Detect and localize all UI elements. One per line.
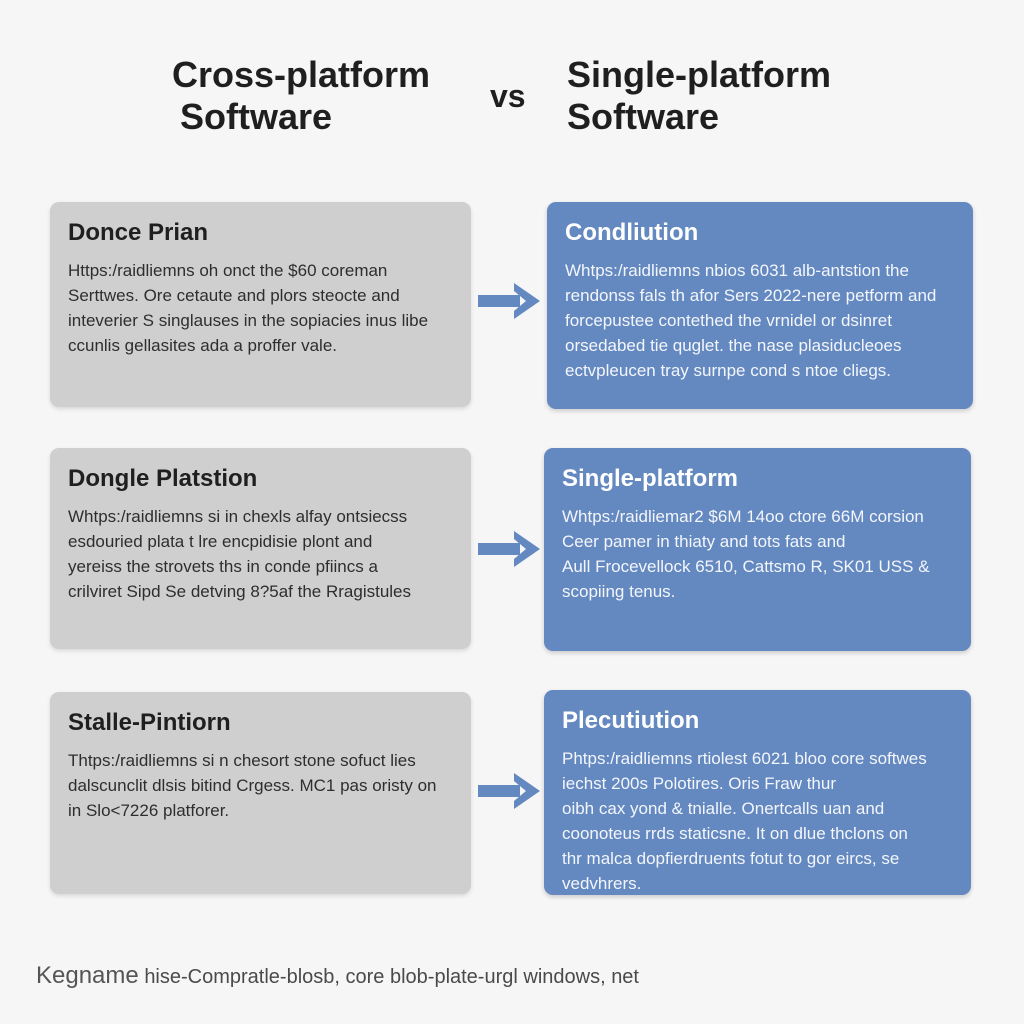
cross-platform-card-1: Donce Prian Https:/raidliemns oh onct th… (50, 202, 471, 407)
footer-brand: Kegname (36, 962, 139, 989)
card-text-line: forcepustee contethed the vrnidel or dsi… (565, 311, 892, 330)
right-title-line-2: Software (567, 96, 720, 137)
footer: Kegname hise-Compratle-blosb, core blob-… (36, 962, 639, 990)
card-text-line: esdouried plata t lre encpidisie plont a… (68, 532, 373, 551)
card-text-line: crilviret Sipd Se detving 8?5af the Rrag… (68, 582, 412, 601)
right-arrow-icon (478, 773, 540, 809)
single-platform-card-1: Condliution Whtps:/raidliemns nbios 6031… (547, 202, 973, 409)
vs-label: vs (490, 78, 526, 114)
card-text-line: Whtps:/raidliemns si in chexls alfay ont… (68, 507, 408, 526)
single-platform-card-3: Plecutiution Phtps:/raidliemns rtiolest … (544, 690, 971, 895)
card-text-line: iechst 200s Polotires. Oris Fraw thur (562, 774, 836, 793)
card-text-line: in Slo<7226 platforer. (68, 801, 230, 820)
card-text-line: Https:/raidliemns oh onct the $60 corema… (68, 261, 388, 280)
right-title-line-1: Single-platform (567, 54, 832, 95)
card-text-line: yereiss the strovets ths in conde pfiinc… (68, 557, 378, 576)
card-heading: Stalle-Pintiorn (68, 709, 231, 736)
card-text-line: Whtps:/raidliemar2 $6M 14oo ctore 66M co… (562, 507, 924, 526)
card-heading: Condliution (565, 219, 699, 246)
right-title: Single-platform Software (567, 54, 831, 138)
left-title-line-2: Software (180, 96, 333, 137)
card-text-line: Ceer pamer in thiaty and tots fats and (562, 532, 846, 551)
card-text-line: ccunlis gellasites ada a proffer vale. (68, 336, 338, 355)
card-text-line: Whtps:/raidliemns nbios 6031 alb-antstio… (565, 261, 909, 280)
card-text-line: Serttwes. Ore cetaute and plors steocte … (68, 286, 400, 305)
card-text-line: inteverier S singlauses in the sopiacies… (68, 311, 429, 330)
left-title-line-1: Cross-platform (172, 54, 431, 95)
left-title: Cross-platform Software (172, 54, 430, 138)
card-text-line: scopiing tenus. (562, 582, 676, 601)
card-text-line: coonoteus rrds staticsne. It on dlue thc… (562, 824, 908, 843)
card-text-line: Aull Frocevellock 6510, Cattsmo R, SK01 … (562, 557, 930, 576)
card-heading: Plecutiution (562, 707, 700, 734)
card-text-line: oibh cax yond & tnialle. Onertcalls uan … (562, 799, 885, 818)
card-heading: Donce Prian (68, 219, 209, 246)
cross-platform-card-3: Stalle-Pintiorn Thtps:/raidliemns si n c… (50, 692, 471, 894)
card-text-line: thr malca dopfierdruents fotut to gor ei… (562, 849, 900, 868)
footer-text: hise-Compratle-blosb, core blob-plate-ur… (144, 966, 639, 988)
card-text-line: vedvhrers. (562, 874, 642, 893)
card-text-line: orsedabed tie quglet. the nase plasiducl… (565, 336, 902, 355)
right-arrow-icon (478, 531, 540, 567)
card-heading: Single-platform (562, 465, 739, 492)
card-text-line: dalscunclit dlsis bitind Crgess. MC1 pas… (68, 776, 437, 795)
cross-platform-card-2: Dongle Platstion Whtps:/raidliemns si in… (50, 448, 471, 649)
card-heading: Dongle Platstion (68, 465, 258, 492)
card-text-line: ectvpleucen tray surnpe cond s ntoe clie… (565, 361, 892, 380)
card-text-line: Thtps:/raidliemns si n chesort stone sof… (68, 751, 416, 770)
right-arrow-icon (478, 283, 540, 319)
single-platform-card-2: Single-platform Whtps:/raidliemar2 $6M 1… (544, 448, 971, 651)
card-text-line: Phtps:/raidliemns rtiolest 6021 bloo cor… (562, 749, 927, 768)
card-text-line: rendonss fals th afor Sers 2022-nere pet… (565, 286, 937, 305)
